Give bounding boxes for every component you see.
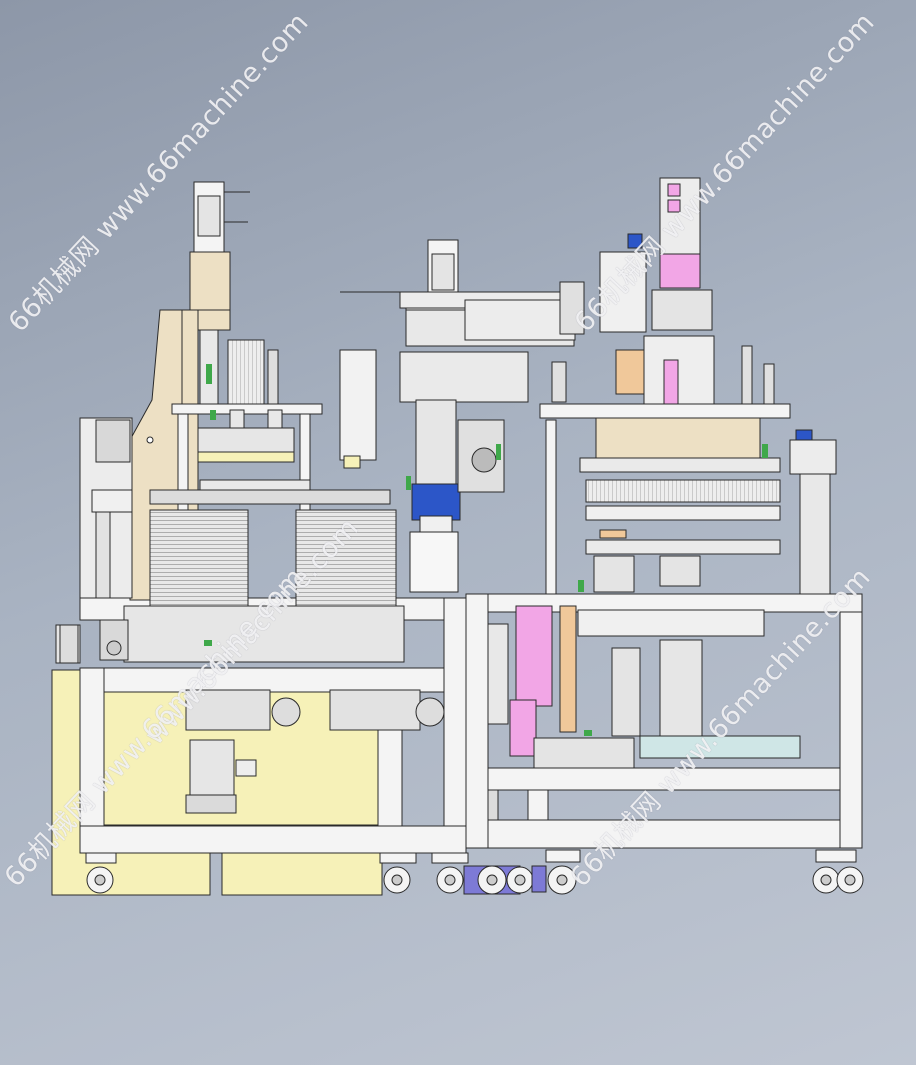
right-lower-mechanism (487, 605, 801, 769)
right-pink-motor-unit (599, 177, 715, 411)
caster-wheels (85, 849, 864, 895)
left-work-table (149, 403, 391, 601)
left-side-module (59, 417, 133, 664)
green-accents (204, 364, 768, 736)
left-drive-modules (99, 605, 445, 814)
material-magazine-left (149, 509, 249, 607)
centre-spindle-column (339, 239, 585, 593)
right-upper-table (539, 345, 837, 595)
